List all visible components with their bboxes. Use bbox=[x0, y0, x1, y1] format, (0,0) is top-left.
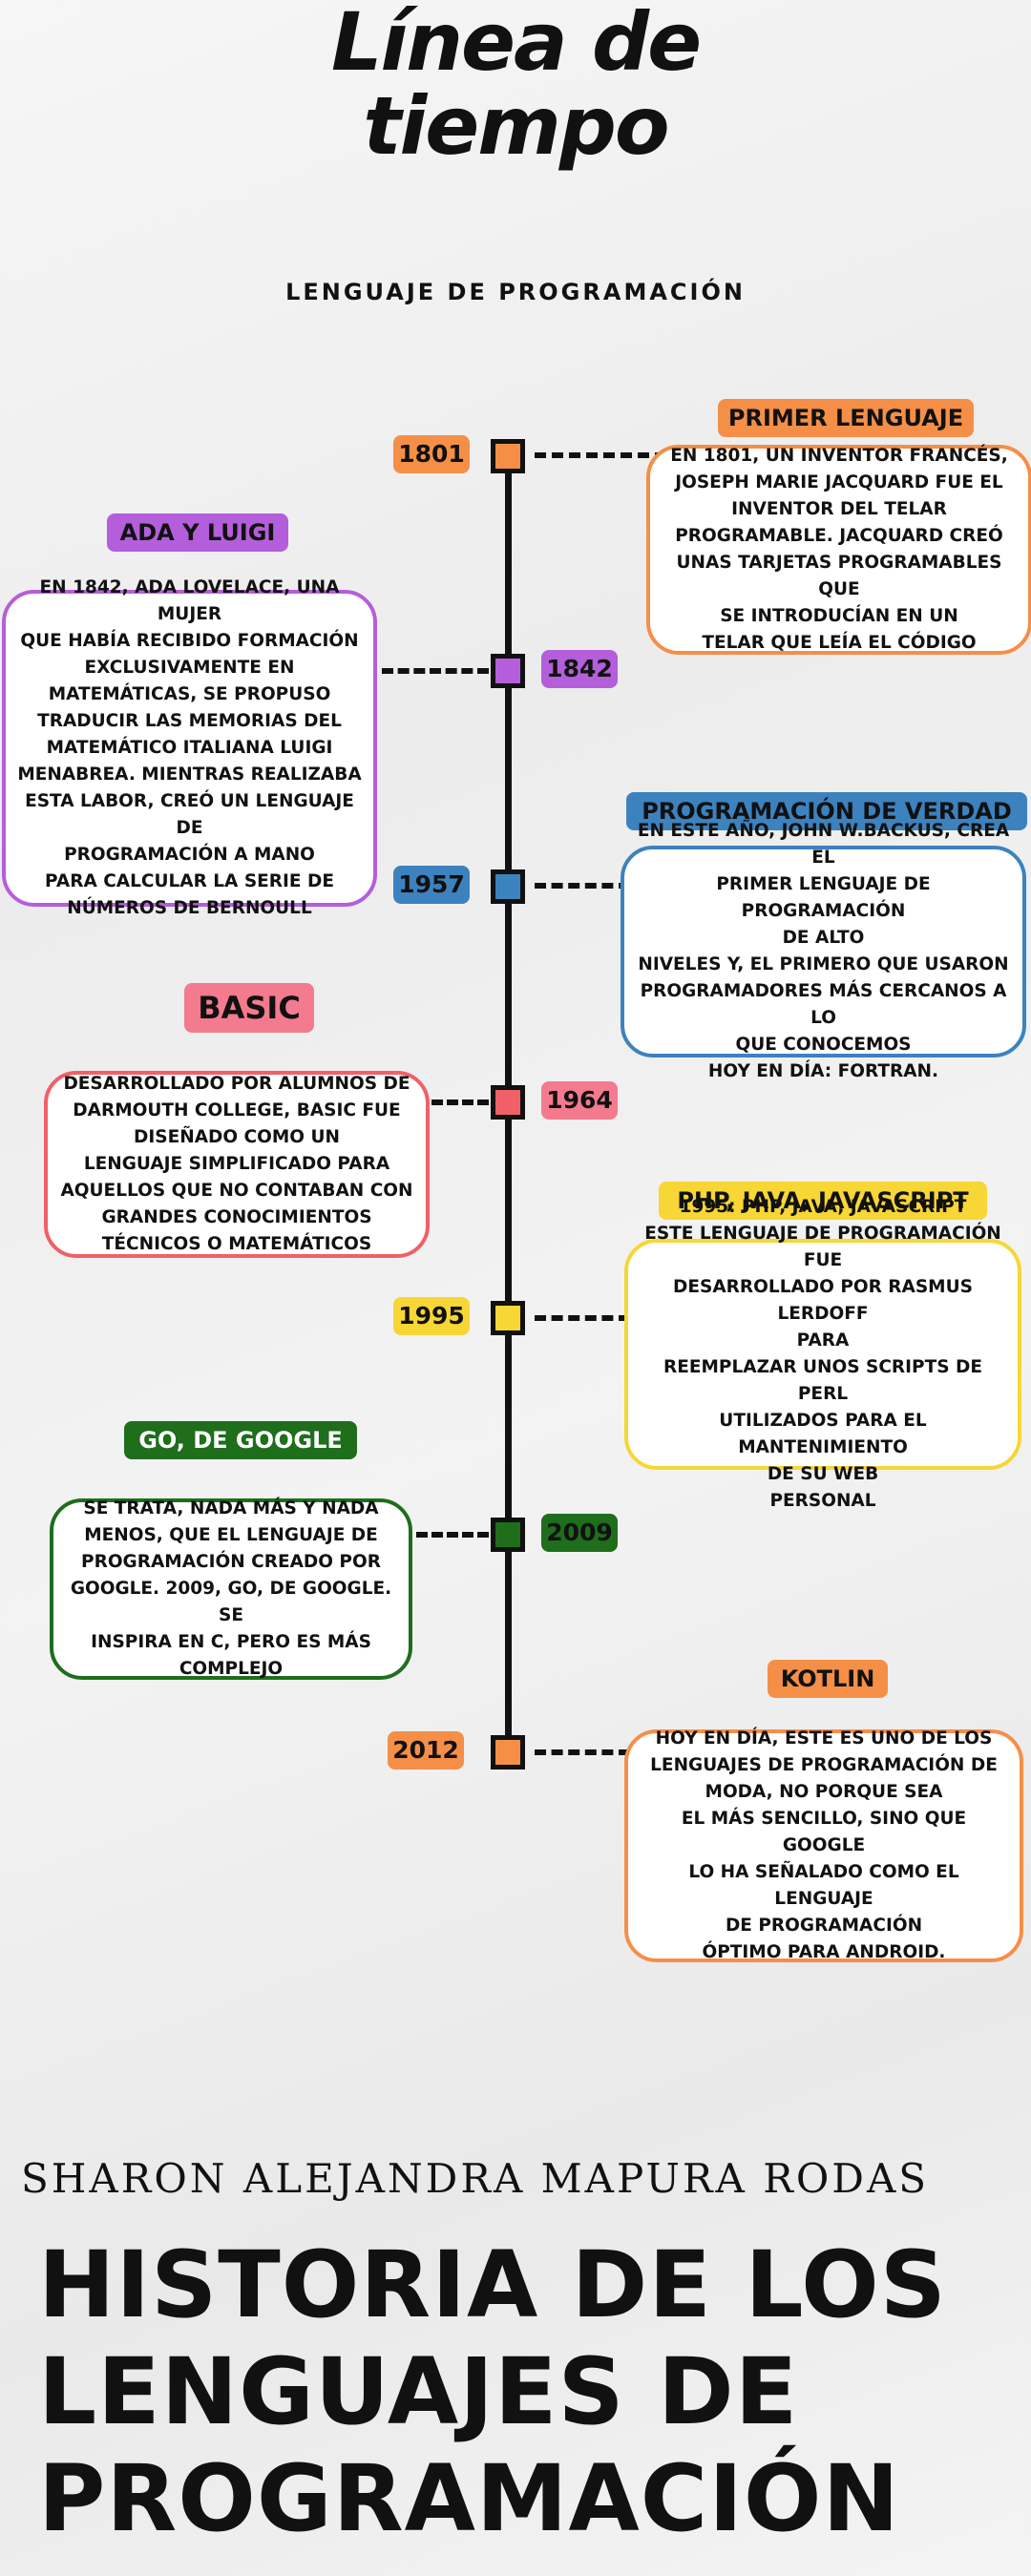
event-box-1964: DESARROLLADO POR ALUMNOS DE DARMOUTH COL… bbox=[44, 1071, 430, 1258]
timeline-marker-1801 bbox=[491, 439, 525, 473]
year-badge-1995: 1995 bbox=[393, 1297, 470, 1335]
event-heading-1842: ADA Y LUIGI bbox=[107, 513, 288, 552]
event-heading-1964: BASIC bbox=[184, 983, 314, 1033]
title-line-1: Línea de bbox=[330, 0, 702, 89]
event-heading-1801: PRIMER LENGUAJE bbox=[718, 399, 974, 437]
timeline-marker-1964 bbox=[491, 1085, 525, 1120]
year-badge-1801: 1801 bbox=[393, 435, 470, 473]
timeline-connector-1964 bbox=[431, 1100, 489, 1105]
event-box-1842: EN 1842, ADA LOVELACE, UNA MUJER QUE HAB… bbox=[2, 577, 377, 918]
page-subtitle: LENGUAJE DE PROGRAMACIÓN bbox=[285, 279, 746, 305]
event-box-1995: 1995: PHP, JAVA, JAVASCRIPT ESTE LENGUAJ… bbox=[624, 1197, 1021, 1511]
year-badge-2012: 2012 bbox=[388, 1731, 464, 1770]
timeline-connector-2009 bbox=[416, 1532, 489, 1538]
year-badge-1957: 1957 bbox=[393, 866, 470, 904]
event-heading-1957: PROGRAMACIÓN DE VERDAD bbox=[626, 792, 1027, 830]
timeline-connector-1995 bbox=[535, 1315, 630, 1321]
event-box-1957: EN ESTE AÑO, JOHN W.BACKUS, CREA EL PRIM… bbox=[621, 821, 1026, 1081]
title-line-2: tiempo bbox=[363, 79, 669, 173]
timeline-marker-1995 bbox=[491, 1301, 525, 1335]
event-box-2009: SE TRATA, NADA MÁS Y NADA MENOS, QUE EL … bbox=[50, 1498, 412, 1680]
footer-title: HISTORIA DE LOS LENGUAJES DE PROGRAMACIÓ… bbox=[38, 2231, 947, 2552]
timeline-marker-2012 bbox=[491, 1735, 525, 1770]
year-badge-1842: 1842 bbox=[541, 650, 618, 688]
event-heading-2009: GO, DE GOOGLE bbox=[124, 1421, 357, 1459]
event-box-2012: HOY EN DÍA, ESTE ES UNO DE LOS LENGUAJES… bbox=[624, 1728, 1023, 1962]
timeline-connector-2012 bbox=[535, 1749, 630, 1755]
timeline-connector-1801 bbox=[535, 452, 666, 458]
author-name: SHARON ALEJANDRA MAPURA RODAS bbox=[21, 2155, 930, 2202]
event-box-1801: EN 1801, UN INVENTOR FRANCÉS, JOSEPH MAR… bbox=[646, 445, 1031, 655]
timeline-marker-1842 bbox=[491, 654, 525, 688]
timeline-connector-1842 bbox=[382, 668, 489, 674]
event-heading-1995: PHP, JAVA, JAVASCRIPT bbox=[659, 1182, 987, 1220]
timeline-marker-2009 bbox=[491, 1518, 525, 1552]
timeline-marker-1957 bbox=[491, 869, 525, 904]
page-title: Línea de tiempo bbox=[0, 0, 1031, 168]
year-badge-1964: 1964 bbox=[541, 1081, 618, 1120]
year-badge-2009: 2009 bbox=[541, 1514, 618, 1552]
event-heading-2012: KOTLIN bbox=[768, 1660, 888, 1698]
timeline-connector-1957 bbox=[535, 883, 630, 889]
